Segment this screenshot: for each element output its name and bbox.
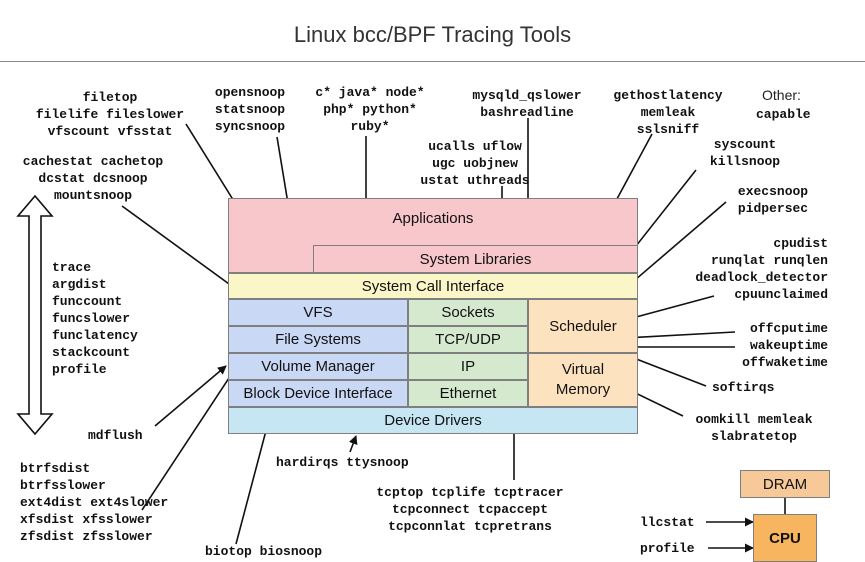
tools-filetop: filetop filelife fileslower vfscount vfs…: [35, 90, 185, 139]
layer-scheduler: Scheduler: [528, 299, 638, 353]
tools-hardirqs: hardirqs ttysnoop: [276, 455, 409, 470]
arrow-hardirqs: [348, 435, 358, 453]
tools-ucalls: ucalls uflow ugc uobjnew ustat uthreads: [420, 139, 530, 188]
layer-block-device-interface-label: Block Device Interface: [243, 385, 393, 402]
hw-dram-label: DRAM: [762, 475, 808, 493]
layer-system-libraries-label: System Libraries: [419, 250, 532, 268]
tools-offcpu: offcputime wakeuptime offwaketime: [742, 321, 828, 370]
layer-virtual-memory-label: Virtual Memory: [555, 361, 611, 398]
tools-mysqld: mysqld_qslower bashreadline: [472, 88, 582, 120]
layer-device-drivers: Device Drivers: [228, 407, 638, 434]
tools-cachestat: cachestat cachetop dcstat dcsnoop mounts…: [22, 154, 164, 203]
layer-volume-manager: Volume Manager: [228, 353, 408, 380]
arrow-softirqs: [625, 353, 707, 387]
layer-vfs: VFS: [228, 299, 408, 326]
arrow-mdflush: [154, 365, 227, 427]
diagram-title: Linux bcc/BPF Tracing Tools: [293, 22, 572, 47]
tools-capable: capable: [756, 107, 811, 122]
tools-cpudist: cpudist runqlat runqlen deadlock_detecto…: [695, 236, 828, 302]
hw-cpu: CPU: [753, 514, 817, 562]
layer-ip-label: IP: [460, 358, 476, 375]
layer-tcp-udp-label: TCP/UDP: [435, 331, 501, 348]
tools-generic: trace argdist funccount funcslower funcl…: [52, 260, 138, 377]
tools-softirqs: softirqs: [712, 380, 775, 395]
layer-applications-label: Applications: [392, 210, 474, 227]
layer-virtual-memory: Virtual Memory: [528, 353, 638, 407]
layer-vfs-label: VFS: [303, 304, 333, 321]
layer-syscall-interface: System Call Interface: [228, 273, 638, 299]
layer-file-systems-label: File Systems: [275, 331, 361, 348]
tools-gethostlatency: gethostlatency memleak sslsniff: [613, 88, 723, 137]
layer-syscall-interface-label: System Call Interface: [361, 277, 505, 295]
tools-mdflush: mdflush: [88, 428, 143, 443]
stack-double-arrow: [16, 194, 54, 436]
hw-dram: DRAM: [740, 470, 830, 498]
layer-sockets-label: Sockets: [441, 304, 495, 321]
layer-ip: IP: [408, 353, 528, 380]
layer-ethernet-label: Ethernet: [439, 385, 497, 402]
arrow-cpudist: [624, 295, 715, 323]
layer-volume-manager-label: Volume Manager: [261, 358, 375, 375]
layer-scheduler-label: Scheduler: [549, 317, 617, 335]
tools-btrfs: btrfsdist btrfsslower ext4dist ext4slowe…: [20, 461, 169, 544]
layer-system-libraries: System Libraries: [313, 245, 638, 273]
layer-block-device-interface: Block Device Interface: [228, 380, 408, 407]
title-divider: [0, 61, 865, 62]
other-label: Other:: [762, 87, 801, 103]
tools-biotop: biotop biosnoop: [205, 544, 323, 559]
tools-syscount: syscount killsnoop: [709, 137, 781, 169]
tools-tcptop: tcptop tcplife tcptracer tcpconnect tcpa…: [376, 485, 564, 534]
tools-profile: profile: [640, 541, 695, 556]
layer-file-systems: File Systems: [228, 326, 408, 353]
tools-oomkill: oomkill memleak slabratetop: [695, 412, 813, 444]
tools-execsnoop: execsnoop pidpersec: [737, 184, 809, 216]
layer-tcp-udp: TCP/UDP: [408, 326, 528, 353]
layer-device-drivers-label: Device Drivers: [384, 412, 482, 429]
arrow-offcpu-1: [624, 331, 736, 343]
hw-cpu-label: CPU: [769, 529, 801, 547]
tools-lang: c* java* node* php* python* ruby*: [315, 85, 425, 134]
tools-opensnoop: opensnoop statsnoop syncsnoop: [214, 85, 286, 134]
layer-sockets: Sockets: [408, 299, 528, 326]
tools-llcstat: llcstat: [640, 515, 695, 530]
layer-ethernet: Ethernet: [408, 380, 528, 407]
